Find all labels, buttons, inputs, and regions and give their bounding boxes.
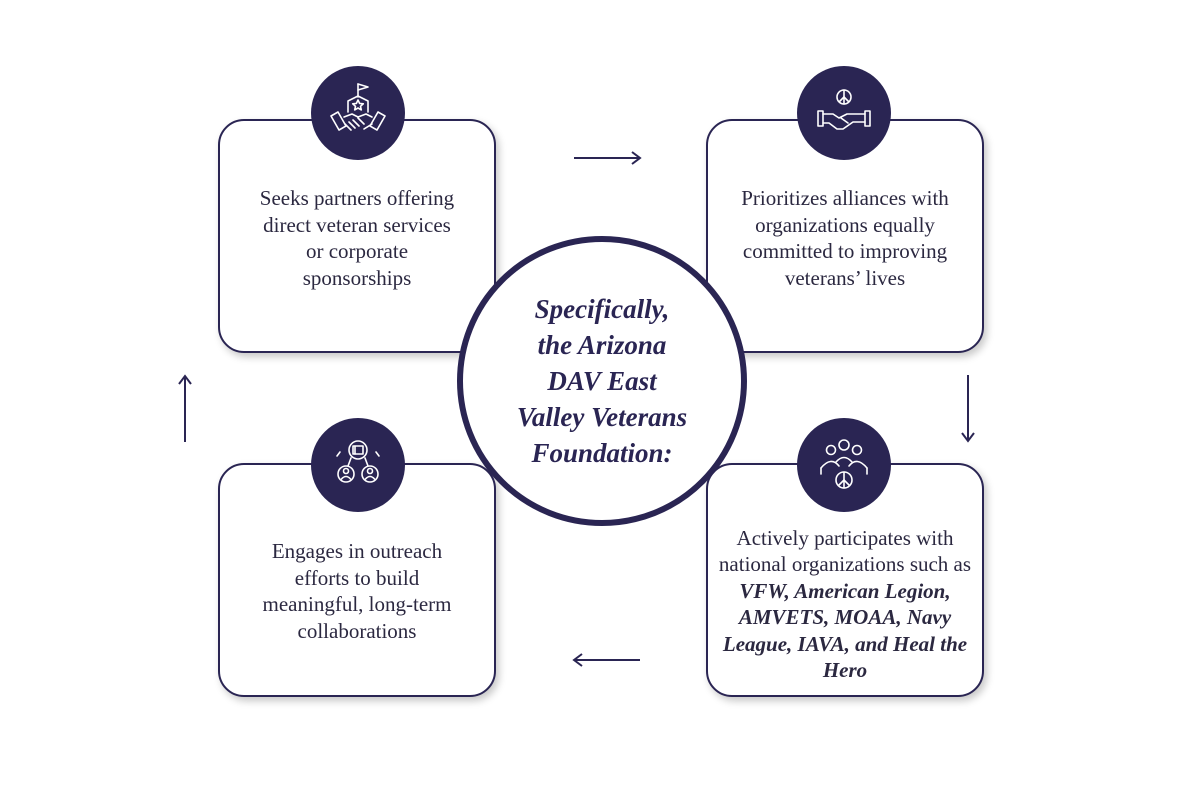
center-title-line: Foundation: [531,438,673,468]
center-title-line: Valley Veterans [516,402,688,432]
card-text-plain: Actively participates with national orga… [718,525,972,577]
arrow-up-icon [177,372,193,444]
center-title-line: DAV East [547,366,657,396]
card-text: Engages in outreach efforts to build mea… [262,539,452,643]
card-text-emphasis: VFW, American Legion, AMVETS, MOAA, Navy… [722,578,968,683]
center-title-line: the Arizona [537,330,667,360]
handshake-building-star-icon [311,66,405,160]
card-text: Seeks partners offering direct veteran s… [259,186,455,290]
group-peace-icon [797,418,891,512]
network-people-icon [311,418,405,512]
card-national-organizations: Actively participates with national orga… [706,463,984,697]
card-engages-outreach: Engages in outreach efforts to build mea… [218,463,496,697]
card-text: Prioritizes alliances with organizations… [741,186,949,290]
center-title: Specifically, the Arizona DAV East Valle… [502,291,702,471]
card-text: Actively participates with national orga… [715,525,975,684]
handshake-peace-icon [797,66,891,160]
arrow-down-icon [960,373,976,445]
center-circle: Specifically, the Arizona DAV East Valle… [457,236,747,526]
arrow-right-icon [572,150,644,166]
arrow-left-icon [570,652,642,668]
center-title-line: Specifically, [534,294,670,324]
